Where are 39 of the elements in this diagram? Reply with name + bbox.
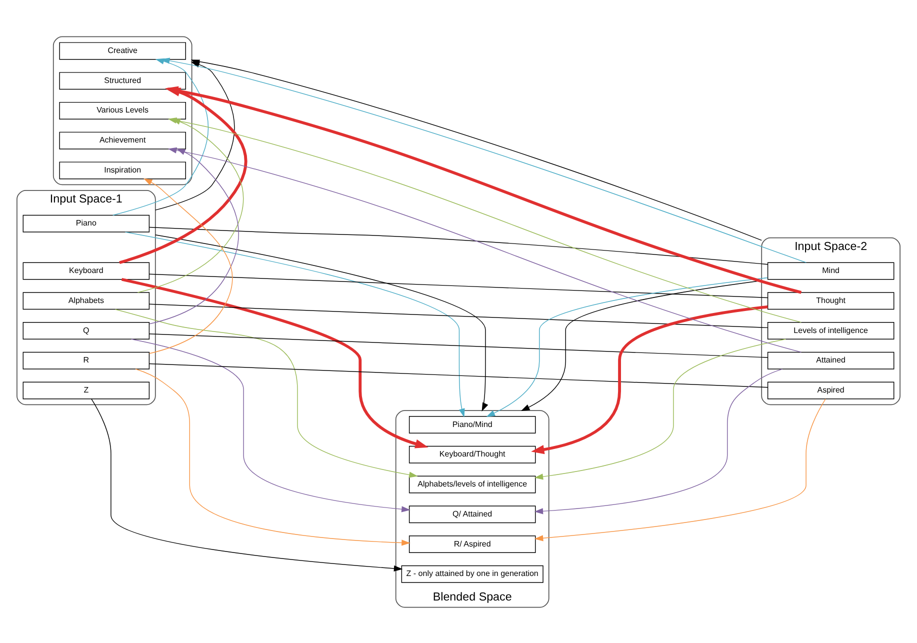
node-box: R/ Aspired (408, 534, 536, 552)
node-box: Thought (767, 292, 894, 310)
node-box: Piano (22, 214, 150, 232)
node-box: Inspiration (59, 161, 186, 179)
connector (148, 226, 768, 264)
arrow (121, 277, 428, 448)
node-box: Z - only attained by one in generation (401, 564, 544, 582)
node-box: Aspired (767, 381, 894, 399)
node-box: Mind (767, 262, 894, 280)
node-box: Z (22, 381, 150, 399)
connector (148, 333, 768, 358)
node-box: Levels of intelligence (767, 322, 894, 339)
arrow (130, 338, 410, 512)
node-box: Attained (767, 351, 894, 369)
arrow (534, 368, 783, 514)
arrow (124, 231, 465, 417)
arrow (155, 234, 488, 412)
arrow (143, 178, 233, 354)
node-box: Achievement (59, 131, 186, 149)
node-box: Keyboard/Thought (408, 445, 536, 463)
node-box: Alphabets (22, 292, 150, 310)
arrow (135, 368, 410, 546)
connector (148, 273, 768, 298)
arrow (534, 398, 826, 541)
node-box: Q/ Attained (408, 505, 536, 523)
node-box: Piano/Mind (408, 416, 536, 433)
node-box: R (22, 351, 150, 369)
node-box: Alphabets/levels of intelligence (408, 475, 536, 493)
node-box: Q (22, 322, 150, 339)
arrow (534, 338, 786, 480)
arrow (91, 398, 403, 571)
arrow (531, 304, 768, 454)
node-box: Structured (59, 72, 186, 90)
node-box: Various Levels (59, 101, 186, 119)
arrow (486, 276, 768, 416)
node-box: Keyboard (22, 262, 150, 280)
node-box: Creative (59, 42, 186, 60)
connector (148, 362, 768, 388)
connector (149, 303, 768, 328)
